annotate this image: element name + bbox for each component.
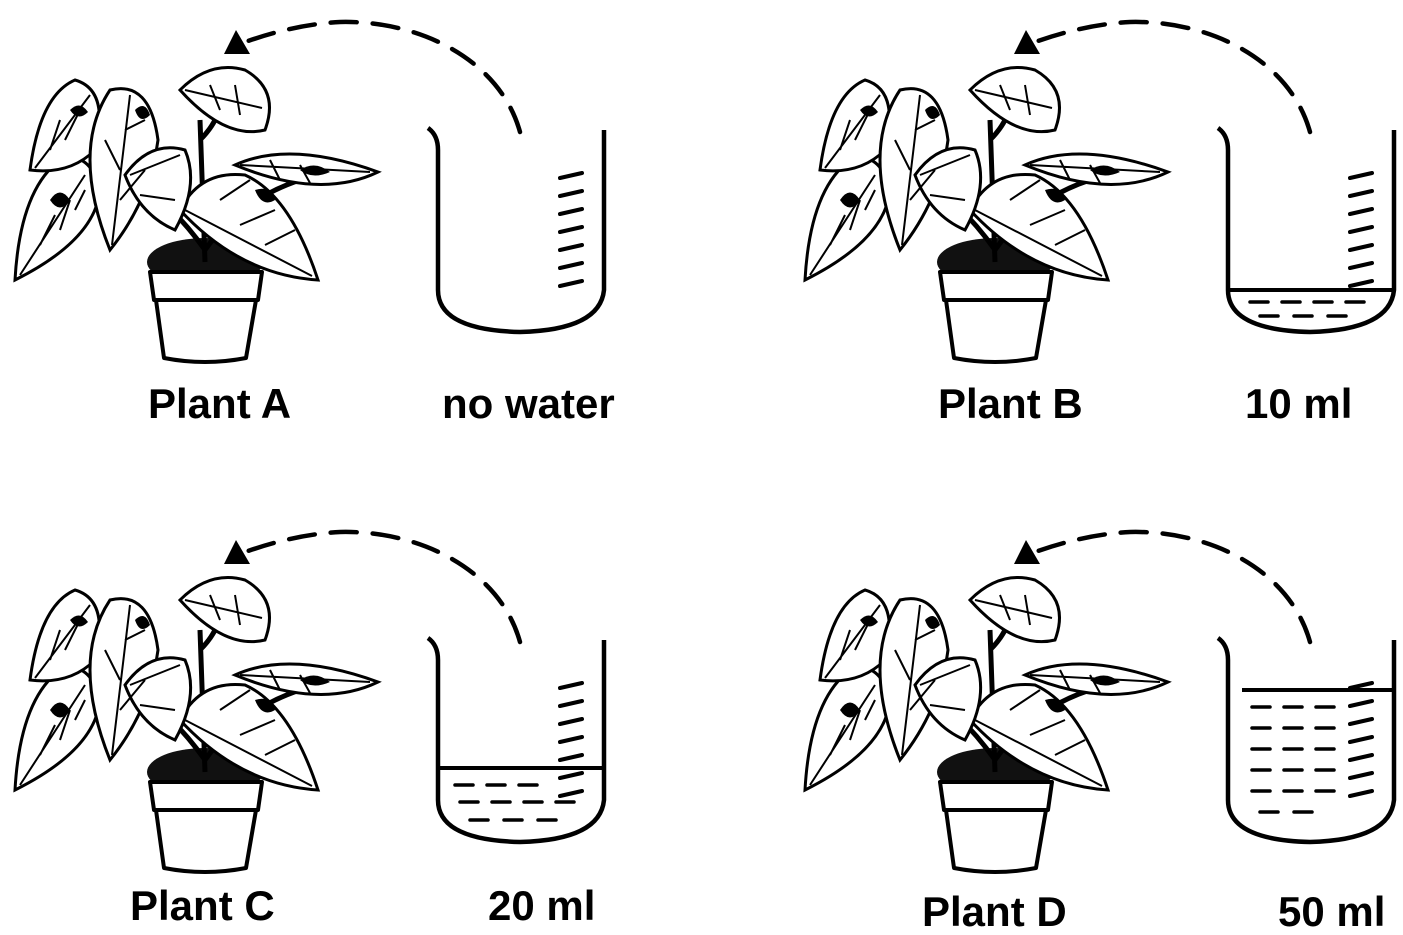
panel-plant-d: Plant D 50 ml — [805, 532, 1394, 935]
plant-label: Plant D — [922, 888, 1067, 935]
panel-plant-c: Plant C 20 ml — [15, 532, 604, 929]
water-amount-label: 10 ml — [1245, 380, 1352, 427]
water-amount-label: 50 ml — [1278, 888, 1385, 935]
water-fill — [438, 768, 604, 820]
beaker-icon — [428, 128, 604, 332]
beaker-icon — [428, 638, 604, 842]
plant-label: Plant A — [148, 380, 291, 427]
plant-label: Plant B — [938, 380, 1083, 427]
panel-plant-a: Plant A no water — [15, 22, 615, 427]
potted-plant-icon — [805, 68, 1168, 363]
water-fill — [1242, 690, 1394, 812]
panel-plant-b: Plant B 10 ml — [805, 22, 1394, 427]
potted-plant-icon — [805, 578, 1168, 873]
potted-plant-icon — [15, 68, 378, 363]
water-fill — [1228, 290, 1394, 332]
potted-plant-icon — [15, 578, 378, 873]
water-amount-label: 20 ml — [488, 882, 595, 929]
water-amount-label: no water — [442, 380, 615, 427]
plant-label: Plant C — [130, 882, 275, 929]
